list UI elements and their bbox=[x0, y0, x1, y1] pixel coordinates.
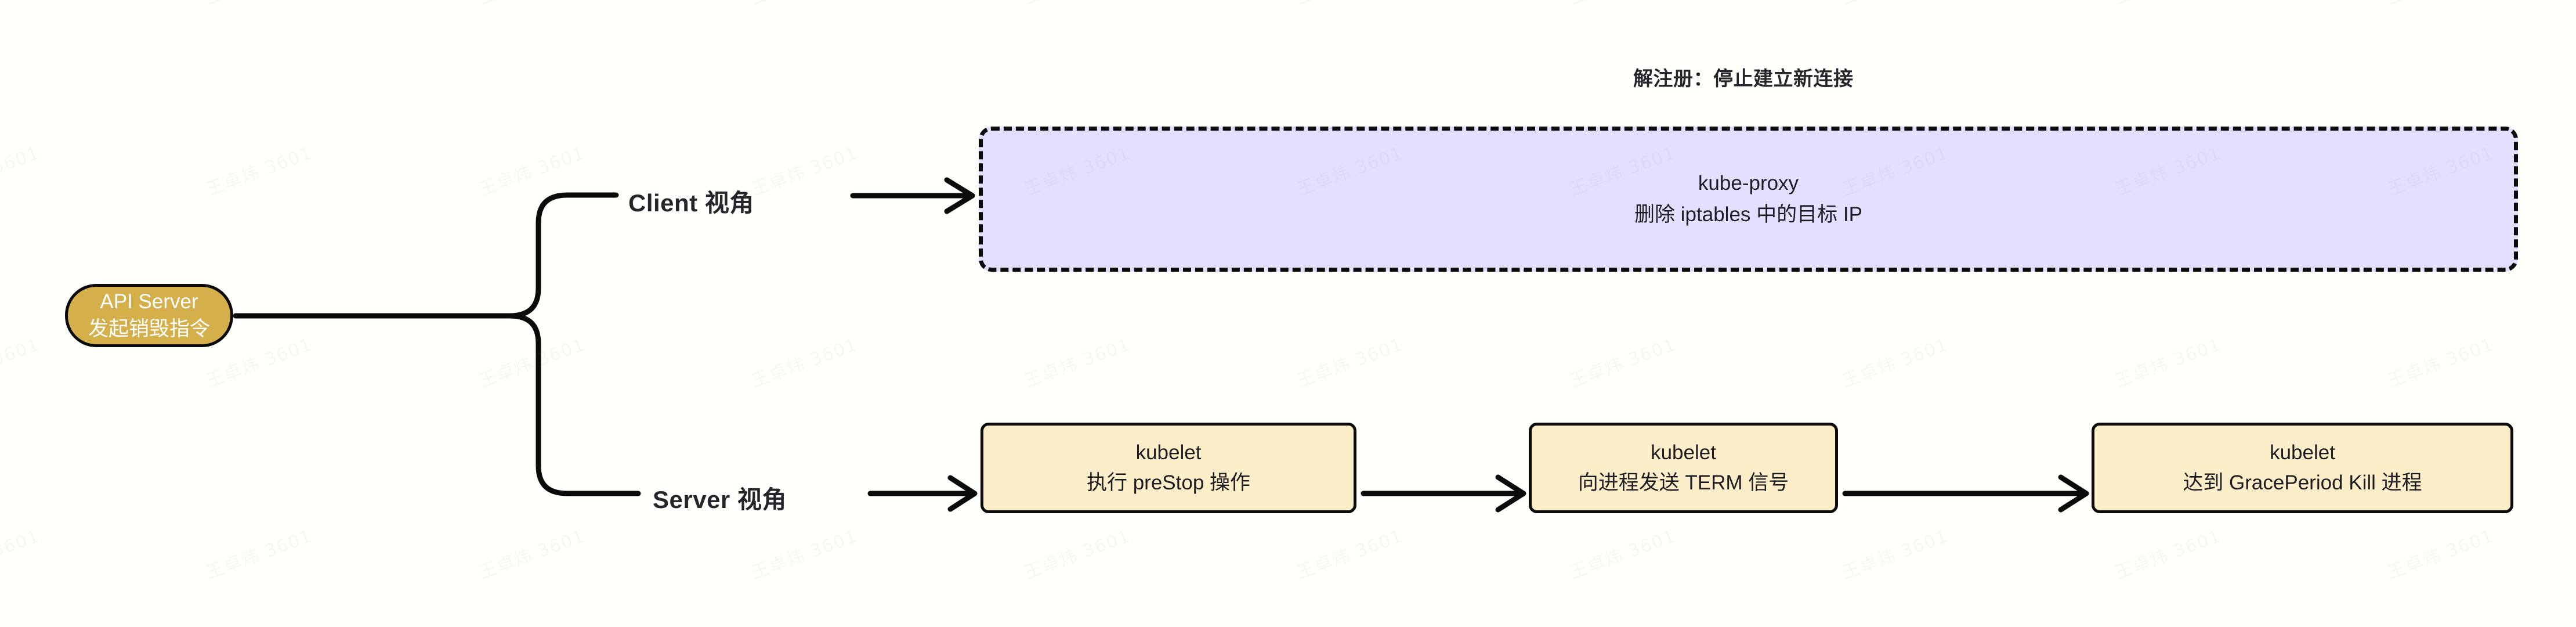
connector-split-to-client bbox=[506, 192, 619, 319]
api-server-line2: 发起销毁指令 bbox=[88, 317, 210, 340]
kubelet-2-line2: 向进程发送 TERM 信号 bbox=[1578, 471, 1789, 494]
node-kube-proxy[interactable]: kube-proxy 删除 iptables 中的目标 IP bbox=[979, 127, 2518, 272]
kubelet-2-line1: kubelet bbox=[1651, 441, 1716, 464]
kube-proxy-line2: 删除 iptables 中的目标 IP bbox=[1634, 203, 1862, 226]
branch-label-server: Server 视角 bbox=[653, 486, 787, 513]
arrowhead-kubelet-2-to-kubelet-3 bbox=[2058, 474, 2089, 513]
kube-proxy-line1: kube-proxy bbox=[1698, 171, 1799, 194]
kubelet-3-line2: 达到 GracePeriod Kill 进程 bbox=[2183, 471, 2422, 494]
node-kubelet-term-signal[interactable]: kubelet 向进程发送 TERM 信号 bbox=[1529, 423, 1838, 513]
api-server-line1: API Server bbox=[100, 290, 198, 313]
node-kubelet-prestop[interactable]: kubelet 执行 preStop 操作 bbox=[981, 423, 1356, 513]
header-note: 解注册：停止建立新连接 bbox=[1633, 68, 1854, 90]
node-api-server[interactable]: API Server 发起销毁指令 bbox=[65, 284, 233, 347]
arrowhead-server-to-kubelet-1 bbox=[947, 475, 978, 512]
arrowhead-kubelet-1-to-kubelet-2 bbox=[1495, 474, 1526, 513]
kubelet-1-line2: 执行 preStop 操作 bbox=[1086, 471, 1251, 494]
node-kubelet-graceperiod-kill[interactable]: kubelet 达到 GracePeriod Kill 进程 bbox=[2092, 423, 2513, 513]
connector-split-to-server bbox=[506, 313, 641, 496]
arrowhead-client-to-kube-proxy bbox=[944, 177, 975, 214]
branch-label-client: Client 视角 bbox=[628, 189, 754, 217]
kubelet-3-line1: kubelet bbox=[2270, 441, 2335, 464]
kubelet-1-line1: kubelet bbox=[1135, 441, 1202, 464]
